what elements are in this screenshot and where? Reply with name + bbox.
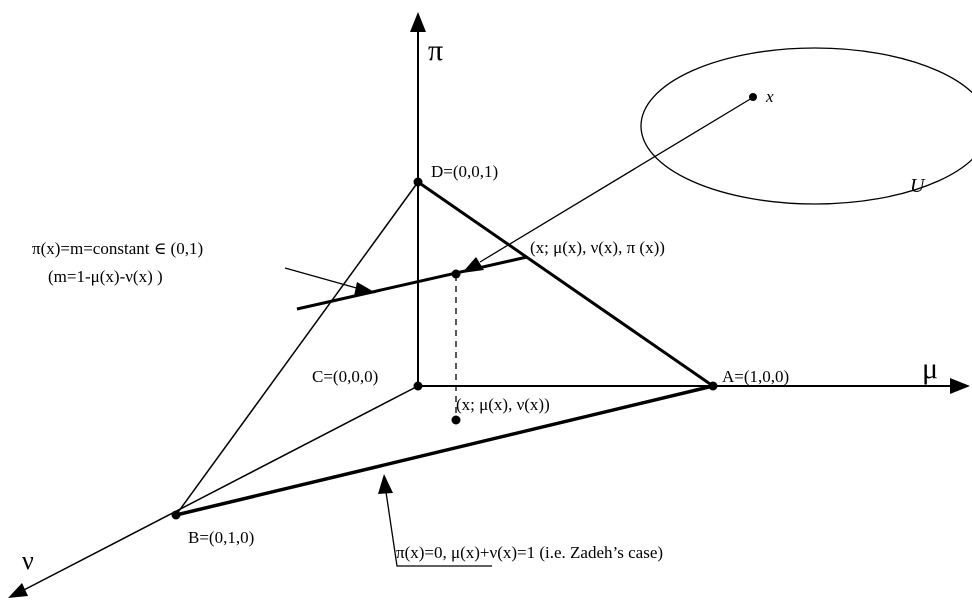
constant-plane-definition: (m=1-μ(x)-ν(x) ) — [48, 267, 163, 286]
projection-point-dot — [451, 415, 461, 425]
vertex-b-dot — [171, 510, 181, 520]
mapping-arrow-line — [479, 97, 753, 263]
constant-annotation-arrowhead — [354, 282, 376, 296]
vertex-d-dot — [413, 177, 423, 187]
plane-point-dot — [451, 269, 461, 279]
universe-element-dot — [749, 93, 757, 101]
nu-axis-arrowhead — [8, 583, 28, 598]
axes — [8, 12, 970, 598]
zadeh-case-annotation: π(x)=0, μ(x)+ν(x)=1 (i.e. Zadeh’s case) — [396, 543, 663, 562]
universe-set-label: U — [910, 175, 926, 197]
triangle-abd — [175, 180, 714, 517]
vertex-b-label: B=(0,1,0) — [188, 528, 254, 547]
edge-d-a — [417, 180, 714, 388]
universe-ellipse — [640, 47, 972, 205]
universe-element-label: x — [765, 87, 774, 106]
nu-axis — [19, 385, 419, 593]
nu-axis-label: ν — [22, 546, 34, 575]
pi-axis-arrowhead — [410, 12, 426, 32]
mapping-arrowhead — [462, 257, 484, 273]
constant-pi-line — [296, 255, 528, 311]
pi-axis-label: π — [428, 34, 443, 67]
constant-plane-annotation: π(x)=m=constant ∈ (0,1) — [32, 239, 203, 258]
vertex-a-dot — [708, 381, 718, 391]
vertex-d-label: D=(0,0,1) — [431, 162, 498, 181]
edge-b-a — [175, 384, 714, 517]
constant-annotation-arrow-line — [284, 267, 361, 290]
zadeh-annotation-arrowhead — [378, 474, 393, 494]
mu-axis-arrowhead — [950, 378, 970, 394]
zadeh-annotation-leader — [385, 491, 492, 567]
vertex-c-dot — [413, 381, 423, 391]
plane-point-label: (x; μ(x), ν(x), π (x)) — [530, 238, 665, 257]
mu-axis-label: μ — [922, 352, 938, 385]
vertex-a-label: A=(1,0,0) — [722, 367, 789, 386]
points — [171, 93, 757, 520]
edge-d-b — [175, 181, 419, 516]
vertex-c-label: C=(0,0,0) — [312, 367, 378, 386]
projection-point-label: (x; μ(x), ν(x)) — [456, 395, 550, 414]
